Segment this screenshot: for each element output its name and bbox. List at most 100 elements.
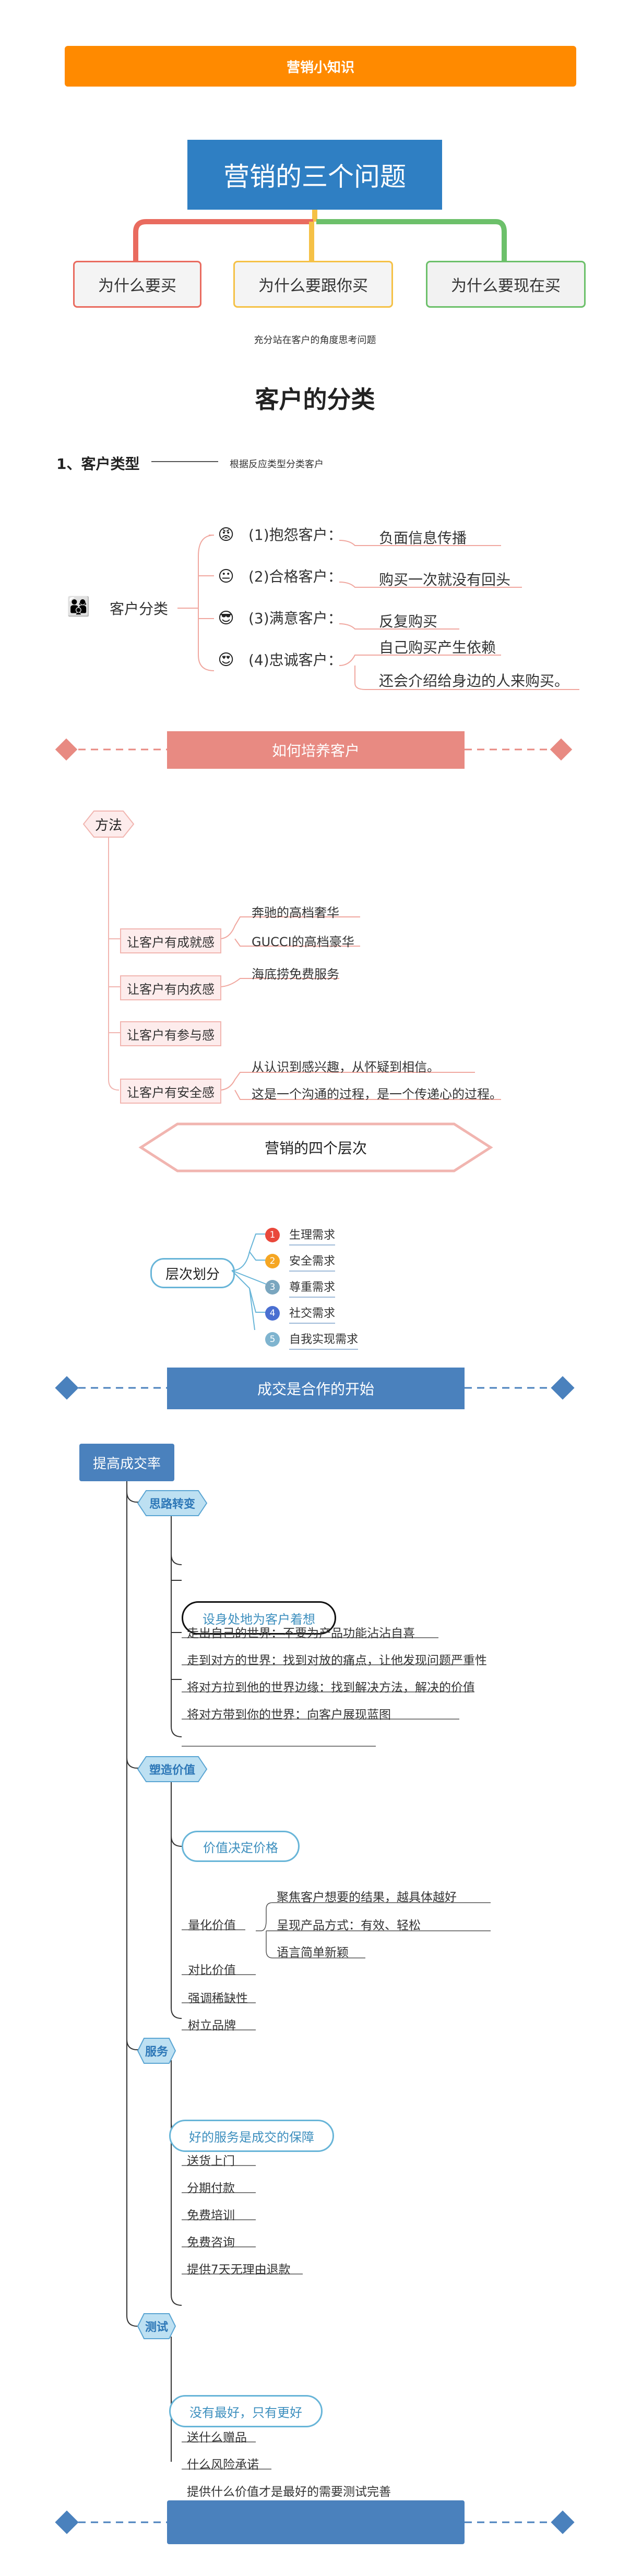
question-label: 为什么要买: [98, 277, 176, 295]
people-icon: 👨‍👩‍👦: [67, 596, 90, 618]
section-leaf: 树立品牌: [188, 2019, 236, 2033]
customer-label-qualified: (2)合格客户：: [248, 568, 342, 585]
method-label: 让客户有安全感: [127, 1085, 215, 1100]
customer-type-connector: [151, 461, 218, 462]
section-pill-thinking: 设身处地为客户着想: [182, 1601, 336, 1635]
method-leaf: 海底捞免费服务: [252, 967, 339, 982]
classification-heading: 客户的分类: [255, 385, 375, 414]
level-number-badge: 5: [265, 1332, 280, 1347]
question-label: 为什么要跟你买: [258, 277, 368, 295]
section-leaf: 送什么赠品: [187, 2431, 247, 2445]
level-item: 2 安全需求: [265, 1252, 474, 1278]
deal-root: 提高成交率: [79, 1444, 174, 1481]
method-guilt: 让客户有内疚感: [120, 975, 221, 1000]
level-label: 社交需求: [289, 1304, 336, 1324]
heart-eyes-emoji-icon: 😍: [218, 650, 234, 669]
cultivate-connectors: [82, 811, 501, 1100]
question-box-why-now: 为什么要现在买: [426, 261, 586, 308]
method-security: 让客户有安全感: [120, 1079, 221, 1104]
classification-root: 客户分类: [110, 600, 169, 618]
section-hex-shape: [137, 2038, 176, 2064]
neutral-emoji-icon: 😐: [218, 567, 234, 586]
method-label: 让客户有成就感: [127, 935, 215, 950]
section-leaf: 提供7天无理由退款: [187, 2263, 291, 2277]
bottom-band-lines: [55, 2510, 575, 2534]
level-label: 安全需求: [289, 1252, 336, 1272]
level-number-badge: 4: [265, 1306, 280, 1321]
question-label: 为什么要现在买: [451, 277, 561, 295]
section-pill-test: 没有最好，只有更好: [169, 2395, 323, 2427]
section-leaf: 强调稀缺性: [188, 1992, 248, 2005]
questions-note: 充分站在客户的角度思考问题: [254, 335, 376, 346]
header-title-bar: 营销小知识: [65, 46, 576, 87]
customer-desc-loyal-2: 还会介绍给身边的人来购买。: [379, 672, 569, 690]
section-sub-leaf: 语言简单新颖: [277, 1946, 349, 1960]
method-leaf: 从认识到感兴趣，从怀疑到相信。: [252, 1060, 439, 1074]
level-item: 1 生理需求: [265, 1226, 474, 1252]
classification-connectors: [177, 535, 579, 690]
level-item: 4 社交需求: [265, 1304, 474, 1330]
levels-title: 营销的四个层次: [264, 1140, 367, 1157]
section-pill-service: 好的服务是成交的保障: [169, 2120, 334, 2152]
section-hex-test: 测试: [145, 2321, 168, 2334]
customer-desc-loyal-1: 自己购买产生依赖: [379, 639, 496, 656]
method-leaf: 这是一个沟通的过程，是一个传递心的过程。: [252, 1087, 502, 1102]
section-pill-value: 价值决定价格: [182, 1831, 300, 1862]
section-hex-value: 塑造价值: [149, 1764, 195, 1777]
section-hex-shape: [137, 1756, 208, 1782]
method-leaf: GUCCI的高档豪华: [252, 935, 354, 949]
section-leaf: 分期付款: [187, 2182, 235, 2195]
method-label: 让客户有内疚感: [127, 982, 215, 997]
customer-desc-satisfied: 反复购买: [379, 613, 438, 630]
questions-connectors: [133, 210, 507, 261]
section-leaf: 免费培训: [187, 2209, 235, 2222]
cool-emoji-icon: 😎: [218, 609, 234, 627]
section-hex-shape: [137, 2313, 176, 2339]
deal-band: 成交是合作的开始: [167, 1368, 465, 1409]
bottom-band: [167, 2500, 465, 2544]
section-hex-thinking: 思路转变: [149, 1498, 195, 1511]
questions-main: 营销的三个问题: [187, 140, 442, 210]
section-leaf: 提供什么价值才是最好的需要测试完善: [187, 2485, 391, 2499]
section-leaf: 什么风险承诺: [187, 2458, 259, 2472]
header-title: 营销小知识: [286, 59, 354, 76]
method-leaf: 奔驰的高档奢华: [252, 905, 339, 920]
level-label: 尊重需求: [289, 1278, 336, 1298]
section-sub-leaf: 聚焦客户想要的结果，越具体越好: [277, 1891, 457, 1904]
section-leaf: 走到对方的世界：找到对放的痛点，让他发现问题严重性: [187, 1654, 487, 1667]
cultivate-band-lines: [55, 738, 573, 761]
level-number-badge: 3: [265, 1280, 280, 1295]
section-leaf: 送货上门: [187, 2155, 235, 2168]
method-achievement: 让客户有成就感: [120, 928, 221, 953]
section-leaf: 将对方拉到他的世界边缘：找到解决方法，解决的价值: [187, 1681, 475, 1695]
customer-type-note: 根据反应类型分类客户: [230, 459, 324, 470]
levels-shapes: [138, 1122, 493, 1330]
customer-label-satisfied: (3)满意客户：: [248, 610, 342, 627]
levels-root: 层次划分: [150, 1258, 235, 1288]
method-participation: 让客户有参与感: [120, 1021, 221, 1046]
section-sub-label: 量化价值: [188, 1919, 236, 1932]
customer-desc-complain: 负面信息传播: [379, 529, 467, 547]
cultivate-band-label: 如何培养客户: [271, 742, 360, 759]
level-label: 生理需求: [289, 1226, 336, 1245]
section-leaf: 对比价值: [188, 1964, 236, 1977]
customer-desc-qualified: 购买一次就没有回头: [379, 571, 511, 588]
section-leaf: 免费咨询: [187, 2236, 235, 2250]
level-item: 5 自我实现需求: [265, 1330, 474, 1356]
question-box-why-buy: 为什么要买: [73, 261, 201, 308]
customer-label-complain: (1)抱怨客户：: [248, 526, 342, 543]
level-number-badge: 1: [265, 1228, 280, 1242]
customer-type-label: 1、客户类型: [56, 455, 140, 473]
deal-band-label: 成交是合作的开始: [257, 1381, 374, 1398]
level-label: 自我实现需求: [289, 1330, 359, 1350]
deal-band-lines: [55, 1376, 575, 1400]
level-item: 3 尊重需求: [265, 1278, 474, 1304]
question-box-why-you: 为什么要跟你买: [233, 261, 393, 308]
level-list: 1 生理需求 2 安全需求 3 尊重需求 4 社交需求 5 自我实现需求: [265, 1226, 474, 1356]
angry-emoji-icon: 😡: [218, 525, 234, 544]
method-label: 让客户有参与感: [127, 1027, 215, 1043]
section-hex-service: 服务: [145, 2046, 168, 2059]
questions-main-label: 营销的三个问题: [223, 162, 406, 192]
customer-label-loyal: (4)忠诚客户：: [248, 651, 342, 669]
level-number-badge: 2: [265, 1254, 280, 1268]
